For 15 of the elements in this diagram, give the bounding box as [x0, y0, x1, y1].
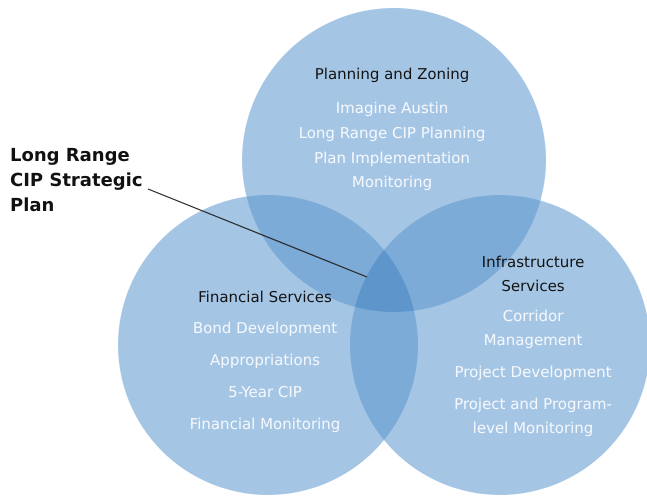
- list-item: Financial Monitoring: [188, 414, 342, 435]
- circle-heading: Infrastructure Services: [480, 252, 586, 297]
- circle-heading: Planning and Zoning: [314, 64, 470, 85]
- list-item: Plan Implementation Monitoring: [313, 148, 471, 193]
- list-item: 5-Year CIP: [227, 382, 303, 403]
- list-item: Imagine Austin: [334, 98, 450, 119]
- leader-line: [148, 188, 368, 278]
- callout-label: Long Range CIP Strategic Plan: [10, 144, 144, 218]
- list-item: Corridor Management: [482, 306, 584, 351]
- list-item: Project and Program-level Monitoring: [453, 394, 613, 439]
- list-item: Project Development: [453, 362, 613, 383]
- circle-heading: Financial Services: [197, 287, 333, 308]
- list-item: Appropriations: [209, 350, 321, 371]
- list-item: Long Range CIP Planning: [298, 123, 486, 144]
- list-item: Bond Development: [192, 318, 338, 339]
